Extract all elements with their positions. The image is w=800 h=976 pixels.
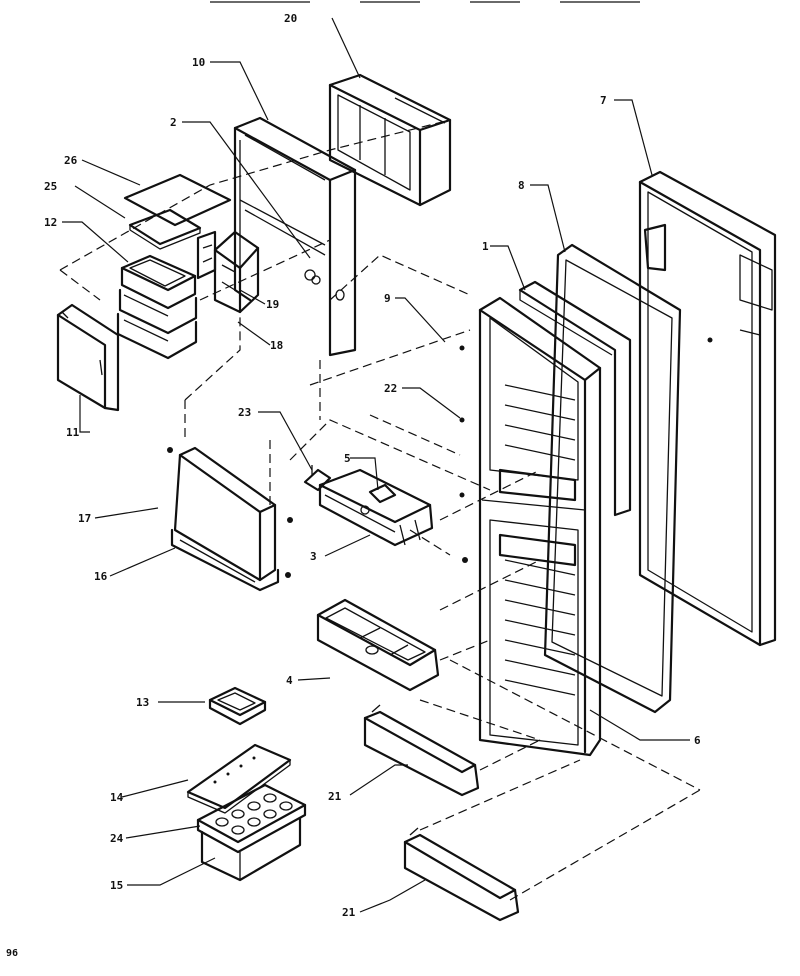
part-inner-frame-strip: [518, 280, 632, 517]
callout-24: 24: [110, 832, 124, 845]
part-4-crisper-tray: [316, 598, 440, 692]
leader-lines: [62, 17, 690, 913]
part-23-clip: [303, 465, 332, 492]
part-1-inner-liner: [478, 296, 602, 757]
callout-6: 6: [694, 734, 701, 747]
callout-2: 2: [170, 116, 177, 129]
callout-7: 7: [600, 94, 607, 107]
callout-3: 3: [310, 550, 317, 563]
callout-8: 8: [518, 179, 525, 192]
assembly-dashed-lines: [59, 119, 701, 901]
part-7-outer-door: [638, 170, 777, 647]
part-11-small-door: [56, 303, 120, 412]
part-21-door-shelf-lower: [403, 827, 520, 922]
callout-22: 22: [384, 382, 397, 395]
callout-13: 13: [136, 696, 149, 709]
callout-11: 11: [66, 426, 80, 439]
part-3-tray: [318, 468, 434, 547]
part-26-top-plate: [123, 173, 232, 227]
callout-18: 18: [270, 339, 283, 352]
part-19-bracket: [213, 230, 260, 314]
part-16-drawer-cover: [167, 446, 293, 592]
callout-labels: 20 10 2 26 25 12 19 18 11 7 8 1 9 22 23 …: [44, 12, 701, 919]
callout-17: 17: [78, 512, 91, 525]
callout-4: 4: [286, 674, 293, 687]
callout-15: 15: [110, 879, 123, 892]
callout-16: 16: [94, 570, 108, 583]
part-10-upper-frame: [233, 116, 357, 357]
callout-9: 9: [384, 292, 391, 305]
callout-1: 1: [482, 240, 489, 253]
part-13-small-tray: [208, 686, 267, 726]
part-8-door-gasket: [543, 243, 682, 714]
part-21-door-shelf-upper: [363, 704, 480, 797]
callout-20: 20: [284, 12, 297, 25]
part-18-bracket: [196, 230, 217, 280]
part-12-stacked-containers: [116, 254, 198, 360]
callout-19: 19: [266, 298, 279, 311]
callout-21-upper: 21: [328, 790, 342, 803]
part-24-ice-tray: [196, 783, 307, 854]
callout-5: 5: [344, 452, 351, 465]
callout-23: 23: [238, 406, 251, 419]
part-15-ice-bin: [200, 816, 302, 882]
page-number: 96: [6, 948, 19, 959]
callout-26: 26: [64, 154, 78, 167]
screws: [459, 337, 713, 563]
part-25-plate: [128, 208, 202, 250]
callout-10: 10: [192, 56, 205, 69]
callout-25: 25: [44, 180, 57, 193]
part-14-plate: [186, 743, 292, 814]
part-20-top-housing: [328, 73, 452, 207]
part-5-clip: [360, 483, 397, 515]
callout-14: 14: [110, 791, 124, 804]
callout-12: 12: [44, 216, 57, 229]
callout-21-lower: 21: [342, 906, 356, 919]
